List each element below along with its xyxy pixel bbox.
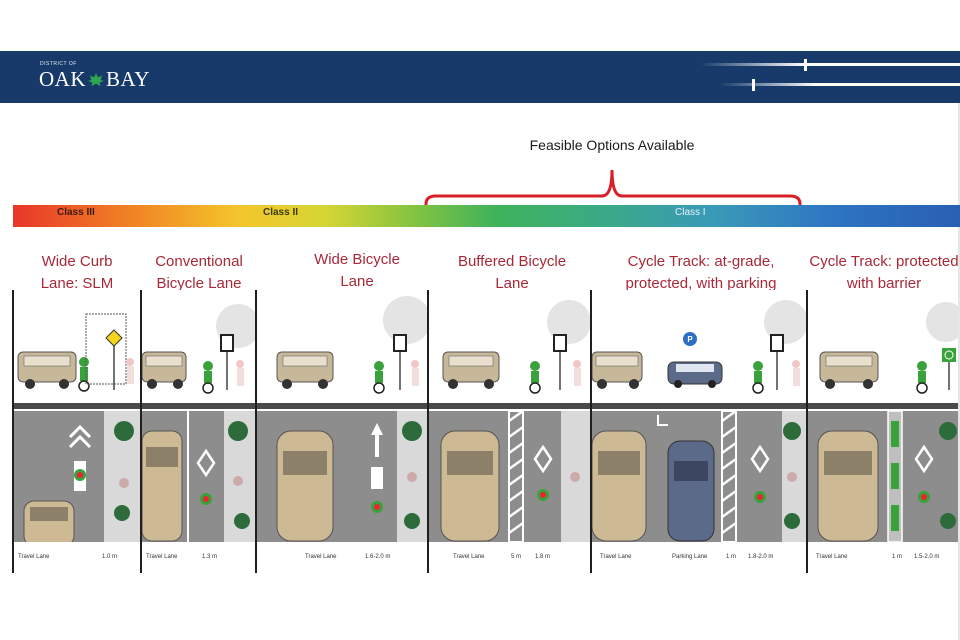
dimension-strip [257,542,427,573]
column-title-wide-bicycle: Wide Bicycle Lane [257,249,457,293]
title-line: Cycle Track: protected [809,253,959,270]
dimension-label: Travel Lane [816,554,848,560]
title-line: Lane [495,275,529,292]
column-title-cycle-track-parking: Cycle Track: at-grade, protected, with p… [595,251,807,295]
street-elevation [142,290,255,405]
dimension-label: 1.3 m [202,554,218,560]
header-streak-tick [752,79,755,91]
curb-line [592,403,806,409]
dimension-label: Travel Lane [18,554,50,560]
title-line: Wide Curb [41,253,113,270]
dimension-strip [808,542,958,573]
lane-plan-view [257,411,427,542]
title-line: with barrier [846,275,922,292]
oak-bay-logo: OAK BAY [39,67,150,92]
header-streak-tick [804,59,807,71]
panel-wide-bicycle: Travel Lane 1.6-2.0 m [257,290,427,573]
column-title-conventional: Conventional Bicycle Lane [142,251,256,295]
panel-divider [140,290,142,573]
street-elevation [808,290,958,405]
header-right-rule [958,103,960,640]
curb-line [808,403,958,409]
dimension-strip [429,542,590,573]
panel-conventional: Travel Lane 1.3 m [142,290,255,573]
panel-cycle-track-barrier: Travel Lane 1 m 1.5-2.0 m [808,290,958,573]
header-streak [700,63,960,66]
title-line: Conventional [155,253,243,270]
column-title-cycle-track-barrier: Cycle Track: protected with barrier [808,251,960,295]
dimension-label: 1.5-2.0 m [914,554,940,560]
panel-divider [427,290,429,573]
feasible-options-label: Feasible Options Available [529,137,695,153]
logo-bay: BAY [106,67,150,91]
dimension-label: 1.6-2.0 m [365,554,391,560]
parking-icon: P [687,335,693,344]
panel-divider [806,290,808,573]
dimension-label: 1 m [892,554,903,560]
curb-line [257,403,427,409]
curb-line [429,403,590,409]
lane-plan-view [429,411,590,542]
title-line: Buffered Bicycle [457,253,567,270]
lane-plan-view [14,411,140,542]
lane-plan-view [142,411,255,542]
dimension-label: Travel Lane [305,554,337,560]
class-iii-label: Class III [57,207,95,218]
panel-divider [12,290,14,573]
title-line: Lane [340,273,374,290]
maple-leaf-icon [88,72,104,87]
dimension-strip [14,542,140,573]
class-ii-label: Class II [263,207,299,218]
logo-district-label: DISTRICT OF [40,61,77,67]
street-elevation [257,290,427,405]
lane-plan-view [808,411,958,542]
dimension-label: Travel Lane [453,554,485,560]
dimension-label: Parking Lane [672,554,708,560]
street-elevation [429,290,590,405]
dimension-label: 1 m [726,554,737,560]
dimension-label: 1.0 m [102,554,118,560]
title-line: Lane: SLM [40,275,114,292]
bicycle-class-spectrum: Class III Class II Class I [13,205,960,227]
panel-cycle-track-parking: P Travel Lane Parking Lane 1 m [592,290,806,573]
class-i-label: Class I [675,207,706,218]
title-line: Wide Bicycle [314,251,400,268]
street-elevation [14,290,140,405]
feasible-options-bracket [424,169,802,224]
title-line: protected, with parking [625,275,777,292]
dimension-label: Travel Lane [146,554,178,560]
panel-divider [255,290,257,573]
panel-buffered: Travel Lane 5 m 1.8 m [429,290,590,573]
dimension-label: 1.8-2.0 m [748,554,774,560]
header-bar: DISTRICT OF OAK BAY [0,51,960,103]
dimension-strip [142,542,255,573]
curb-line [14,403,140,409]
header-streak [720,83,960,86]
lane-plan-view [592,411,806,542]
title-line: Cycle Track: at-grade, [627,253,775,270]
column-title-buffered: Buffered Bicycle Lane [430,251,594,295]
panel-divider [590,290,592,573]
curb-line [142,403,255,409]
panel-wide-curb: Travel Lane 1.0 m [14,290,140,573]
logo-oak: OAK [39,67,86,91]
column-title-wide-curb: Wide Curb Lane: SLM [14,251,140,295]
dimension-strip [592,542,806,573]
title-line: Bicycle Lane [156,275,242,292]
dimension-label: 5 m [511,554,522,560]
dimension-label: Travel Lane [600,554,632,560]
dimension-label: 1.8 m [535,554,551,560]
street-elevation: P [592,290,806,405]
